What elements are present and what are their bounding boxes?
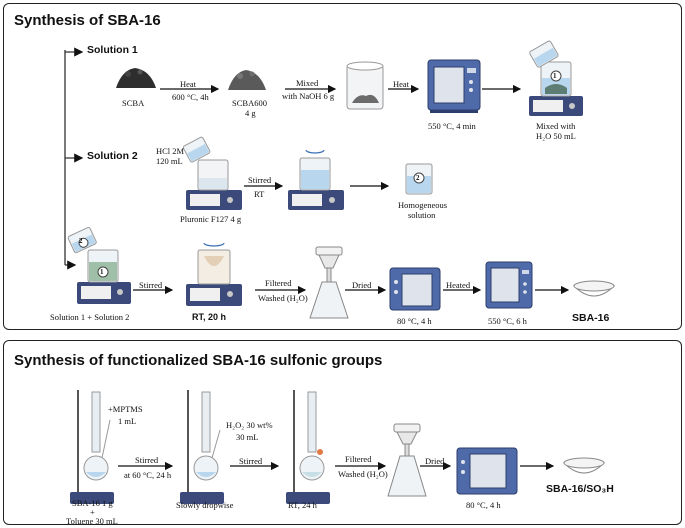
panel-synthesis-sba16 [3, 3, 682, 330]
dried1-label: Dried [352, 280, 372, 290]
oven2-label: 80 °C, 4 h [397, 316, 432, 326]
scba-ash-pile-icon [116, 68, 156, 88]
mptms-label-b: 1 mL [118, 416, 137, 426]
oven-80-icon [389, 267, 441, 311]
panel1-title: Synthesis of SBA-16 [14, 12, 161, 29]
rt24-label: RT, 24 h [288, 500, 317, 510]
rt20-label: RT, 20 h [192, 312, 227, 322]
filtered1-label: Filtered [265, 278, 292, 288]
mixed-label-b: with NaOH 6 g [282, 91, 335, 101]
oven-550-icon [427, 59, 481, 113]
filter-funnel-icon [309, 246, 349, 319]
heat2-label: Heat [393, 79, 410, 89]
h2o2-label-b: 30 mL [236, 432, 259, 442]
sba16-so3h-product-label: SBA-16/SO₃H [546, 483, 614, 495]
homog-label-b: solution [408, 210, 436, 220]
hcl-label-a: HCl 2M [156, 146, 185, 156]
scba600-label-a: SCBA600 [232, 98, 267, 108]
stirred1-label-b: RT [254, 189, 265, 199]
hcl-label-b: 120 mL [156, 156, 183, 166]
stirred4-label: Stirred [239, 456, 263, 466]
sba-label-c: Toluene 30 mL [66, 516, 118, 526]
homogeneous-beaker-icon [405, 163, 433, 195]
stirred1-label-a: Stirred [248, 175, 272, 185]
stirrer-rt20-icon [186, 242, 242, 306]
product-dish-2-icon [562, 457, 606, 474]
heat1-label-b: 600 °C, 4h [172, 92, 209, 102]
mixed-label-a: Mixed [296, 78, 319, 88]
washed2-label: Washed (H₂O) [338, 469, 388, 479]
stirrer-rt-icon [288, 149, 344, 210]
stirred3-label-a: Stirred [135, 455, 159, 465]
solution1-label: Solution 1 [87, 44, 138, 56]
sba16-product-label: SBA-16 [572, 312, 610, 324]
reflux-setup-2-icon [180, 390, 224, 504]
heat1-label-a: Heat [180, 79, 197, 89]
washed1-label: Washed (H₂O) [258, 293, 308, 303]
filter-funnel-2-icon [387, 423, 427, 497]
stirrer-pluronic-icon [182, 136, 242, 210]
stirrer-solution12-icon [67, 226, 131, 304]
h2o2-label-a: H₂O₂ 30 wt% [226, 420, 273, 430]
product-dish-icon [572, 280, 616, 297]
oven1-label: 550 °C, 4 min [428, 121, 476, 131]
dropwise-label: Slowly dropwise [176, 500, 234, 510]
oven4-label: 80 °C, 4 h [466, 500, 501, 510]
reflux-setup-1-icon [70, 390, 114, 504]
solution2-label: Solution 2 [87, 150, 138, 162]
panel-functionalized-sba16 [3, 340, 682, 525]
arrows-panel1 [133, 84, 570, 295]
sba-label-b: + [90, 507, 95, 517]
mixedwater-label-b: H₂O 50 mL [536, 131, 576, 141]
badge-2-homog: 2 [416, 174, 420, 182]
sba-label-a: SBA-16 1 g [72, 498, 113, 508]
mixedwater-label-a: Mixed with [536, 121, 576, 131]
badge-1-sol12: 1 [100, 268, 104, 276]
scba-label: SCBA [122, 98, 145, 108]
sol12-label: Solution 1 + Solution 2 [50, 312, 130, 322]
reflux-setup-3-icon [286, 390, 330, 504]
badge-1-mixed: 1 [553, 72, 557, 80]
scba600-ash-pile-icon [228, 70, 266, 90]
pluronic-label: Pluronic F127 4 g [180, 214, 242, 224]
homog-label-a: Homogeneous [398, 200, 448, 210]
badge-2-sol12: 2 [79, 237, 83, 245]
stirred3-label-b: at 60 °C, 24 h [124, 470, 172, 480]
oven-550-6h-icon [485, 261, 533, 309]
stirrer-mixed-water-icon [529, 40, 583, 116]
oven-80-2-icon [456, 447, 518, 495]
branch-lines [64, 47, 84, 270]
oven3-label: 550 °C, 6 h [488, 316, 527, 326]
heated-label: Heated [446, 280, 471, 290]
beaker-with-solids-icon [346, 61, 384, 110]
stirred2-label: Stirred [139, 280, 163, 290]
filtered2-label: Filtered [345, 454, 372, 464]
panel2-title: Synthesis of functionalized SBA-16 sulfo… [14, 352, 383, 369]
scba600-label-b: 4 g [245, 108, 256, 118]
mptms-label-a: +MPTMS [108, 404, 143, 414]
dried2-label: Dried [425, 456, 445, 466]
